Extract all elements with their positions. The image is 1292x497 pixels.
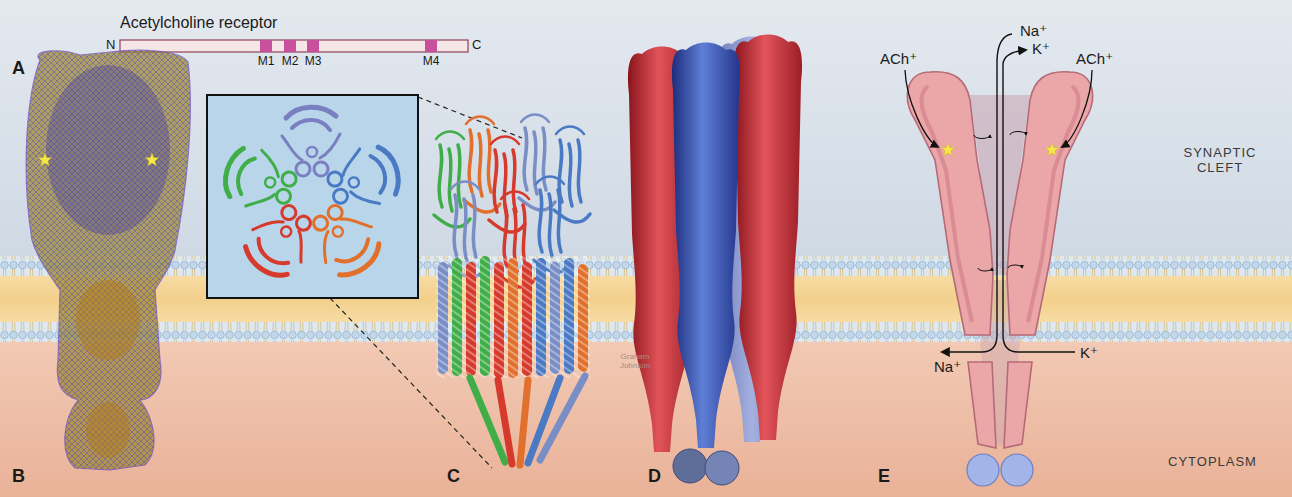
channel-cross-section bbox=[905, 34, 1093, 486]
segment-label: M1 bbox=[258, 55, 275, 69]
panel-letter: E bbox=[878, 466, 890, 487]
panel-letter: C bbox=[447, 466, 460, 487]
segment-label: M2 bbox=[282, 55, 299, 69]
watermark: Graham Johnson bbox=[612, 352, 658, 370]
ion-label: Na⁺ bbox=[1020, 22, 1047, 39]
panel-letter: B bbox=[12, 466, 25, 487]
ion-label: K⁺ bbox=[1032, 40, 1050, 57]
ligand-label: ACh⁺ bbox=[1076, 50, 1113, 67]
region-label: CYTOPLASM bbox=[1168, 455, 1257, 470]
panel-title: Acetylcholine receptor bbox=[120, 14, 277, 32]
surface-model bbox=[628, 35, 802, 486]
segment-label: M4 bbox=[423, 55, 440, 69]
ion-label: Na⁺ bbox=[934, 358, 961, 375]
segment-label: M3 bbox=[305, 55, 322, 69]
ion-label: K⁺ bbox=[1080, 344, 1098, 361]
ribbon-model bbox=[434, 115, 590, 466]
panel-letter: D bbox=[648, 466, 661, 487]
terminus-label: C bbox=[472, 38, 481, 53]
terminus-label: N bbox=[106, 38, 115, 53]
ligand-label: ACh⁺ bbox=[880, 50, 917, 67]
density-map bbox=[26, 50, 190, 470]
region-label: SYNAPTIC CLEFT bbox=[1170, 146, 1270, 176]
panel-letter: A bbox=[12, 58, 25, 79]
pentamer-top-view bbox=[218, 107, 405, 285]
